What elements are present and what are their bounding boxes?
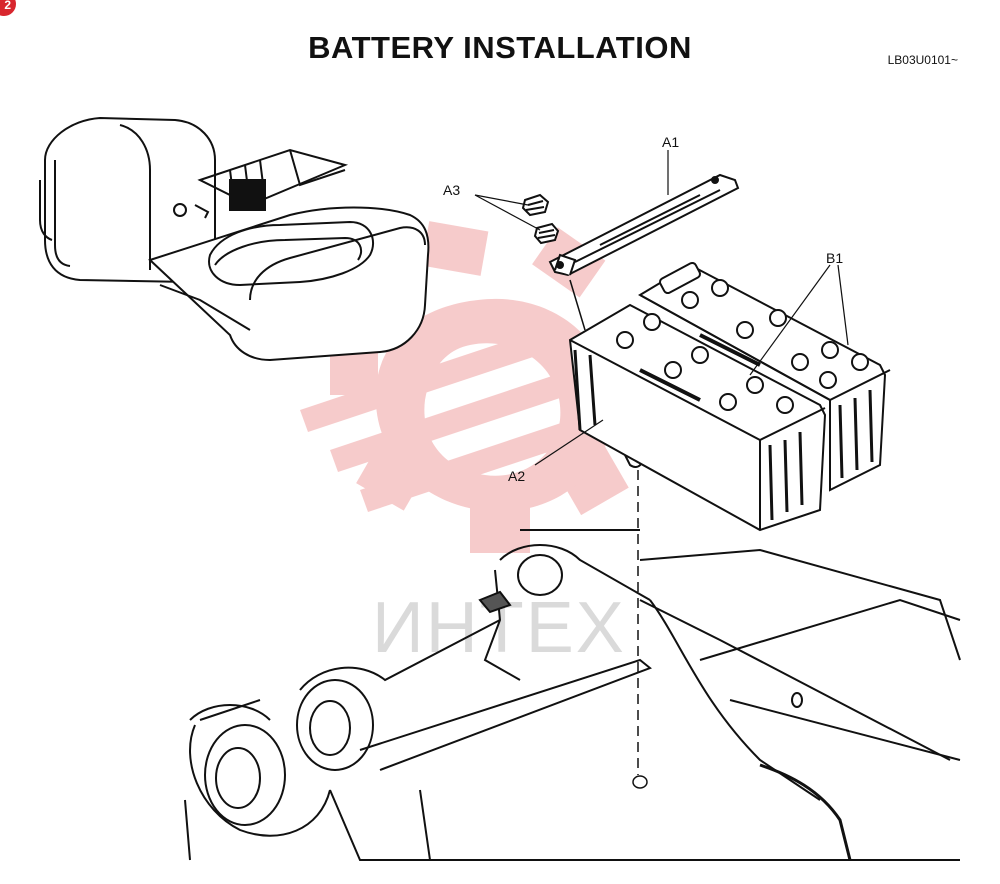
callout-a1: A1 [662,134,679,150]
callout-b1: B1 [826,250,843,266]
watermark-logo: ИНТЕХ [300,221,645,668]
hold-down-bar-a1 [548,173,740,277]
batteries-b1 [568,261,891,532]
operator-seat [39,116,430,362]
diagram-code: LB03U0101~ [887,53,958,67]
mounting-hole [632,775,648,789]
callout-leaders [474,150,849,466]
callout-a3: A3 [443,182,460,198]
callout-a2: A2 [508,468,525,484]
page-title: BATTERY INSTALLATION [308,30,692,65]
page-number-badge: 2 [0,0,16,16]
truck-frame [184,529,961,861]
nuts-a3 [521,193,560,245]
